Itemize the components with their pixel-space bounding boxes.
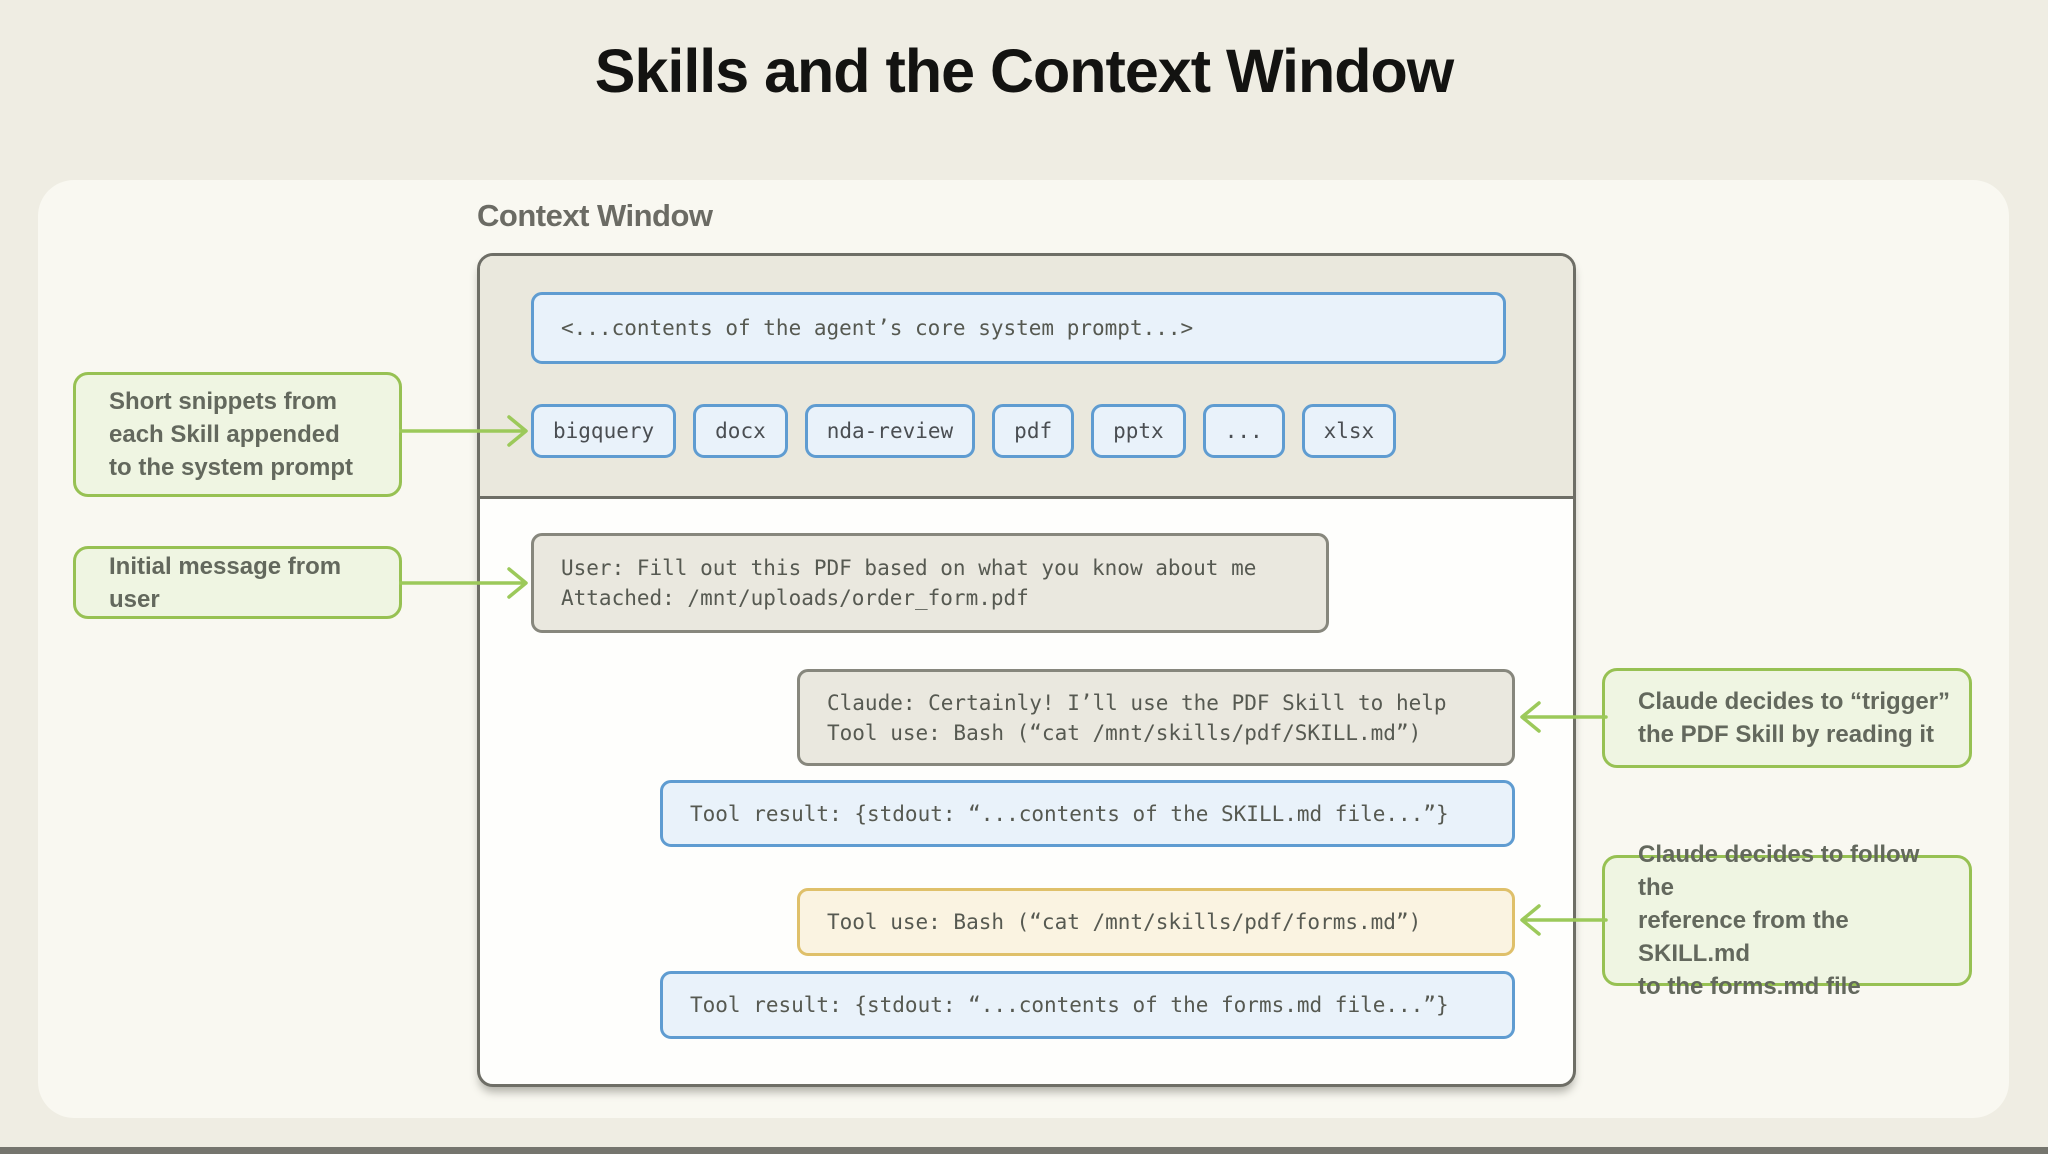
user-message-box: User: Fill out this PDF based on what yo… bbox=[531, 533, 1329, 633]
context-window-box: <...contents of the agent’s core system … bbox=[477, 253, 1576, 1087]
claude-message-line: Tool use: Bash (“cat /mnt/skills/pdf/SKI… bbox=[827, 720, 1422, 745]
system-prompt-section: <...contents of the agent’s core system … bbox=[480, 256, 1573, 499]
arrow-right-icon bbox=[399, 567, 528, 599]
skill-chip-bigquery: bigquery bbox=[531, 404, 677, 458]
user-message-line: User: Fill out this PDF based on what yo… bbox=[561, 556, 1257, 580]
skill-chip-xlsx: xlsx bbox=[1301, 404, 1397, 458]
tool-result-line: Tool result: {stdout: “...contents of th… bbox=[690, 993, 1449, 1017]
bottom-section-edge bbox=[0, 1147, 2048, 1154]
claude-message-line: Claude: Certainly! I’ll use the PDF Skil… bbox=[827, 690, 1447, 715]
arrow-left-icon bbox=[1520, 904, 1608, 936]
user-message-line: Attached: /mnt/uploads/order_form.pdf bbox=[561, 586, 1029, 610]
skill-chip-pptx: pptx bbox=[1091, 404, 1186, 458]
annotation-initial-message: Initial message from user bbox=[73, 546, 402, 619]
skill-chips-row: bigquery docx nda-review pdf pptx ... xl… bbox=[531, 404, 1397, 458]
system-prompt-box: <...contents of the agent’s core system … bbox=[531, 292, 1506, 364]
arrow-left-icon bbox=[1520, 701, 1608, 733]
annotation-line: Claude decides to follow the bbox=[1638, 841, 1920, 901]
tool-result-box-formsmd: Tool result: {stdout: “...contents of th… bbox=[660, 971, 1515, 1039]
skill-chip-nda-review: nda-review bbox=[804, 404, 976, 458]
annotation-line: Claude decides to “trigger” bbox=[1638, 688, 1951, 715]
tool-use-box-formsmd: Tool use: Bash (“cat /mnt/skills/pdf/for… bbox=[797, 888, 1515, 956]
system-prompt-text: <...contents of the agent’s core system … bbox=[561, 316, 1194, 340]
annotation-line: Initial message from user bbox=[109, 552, 342, 613]
annotation-follow-reference: Claude decides to follow the reference f… bbox=[1602, 841, 1972, 1000]
skill-chip-docx: docx bbox=[693, 404, 788, 458]
annotation-line: reference from the SKILL.md bbox=[1638, 907, 1849, 967]
tool-use-line: Tool use: Bash (“cat /mnt/skills/pdf/for… bbox=[827, 910, 1422, 934]
annotation-line: the PDF Skill by reading it bbox=[1638, 721, 1935, 748]
annotation-line: Short snippets from bbox=[109, 388, 338, 415]
arrow-right-icon bbox=[399, 415, 528, 447]
annotation-line: each Skill appended bbox=[109, 421, 340, 448]
claude-message-box: Claude: Certainly! I’ll use the PDF Skil… bbox=[797, 669, 1515, 766]
tool-result-line: Tool result: {stdout: “...contents of th… bbox=[690, 801, 1449, 826]
skill-chip-ellipsis: ... bbox=[1202, 404, 1285, 458]
skill-chip-pdf: pdf bbox=[992, 404, 1075, 458]
page-title: Skills and the Context Window bbox=[594, 37, 1454, 105]
annotation-short-snippets: Short snippets from each Skill appended … bbox=[73, 372, 402, 497]
annotation-line: to the system prompt bbox=[109, 454, 354, 481]
context-window-label: Context Window bbox=[477, 198, 713, 233]
annotation-trigger-skill: Claude decides to “trigger” the PDF Skil… bbox=[1602, 668, 1972, 768]
tool-result-box-skillmd: Tool result: {stdout: “...contents of th… bbox=[660, 780, 1515, 847]
annotation-line: to the forms.md file bbox=[1638, 973, 1861, 1000]
